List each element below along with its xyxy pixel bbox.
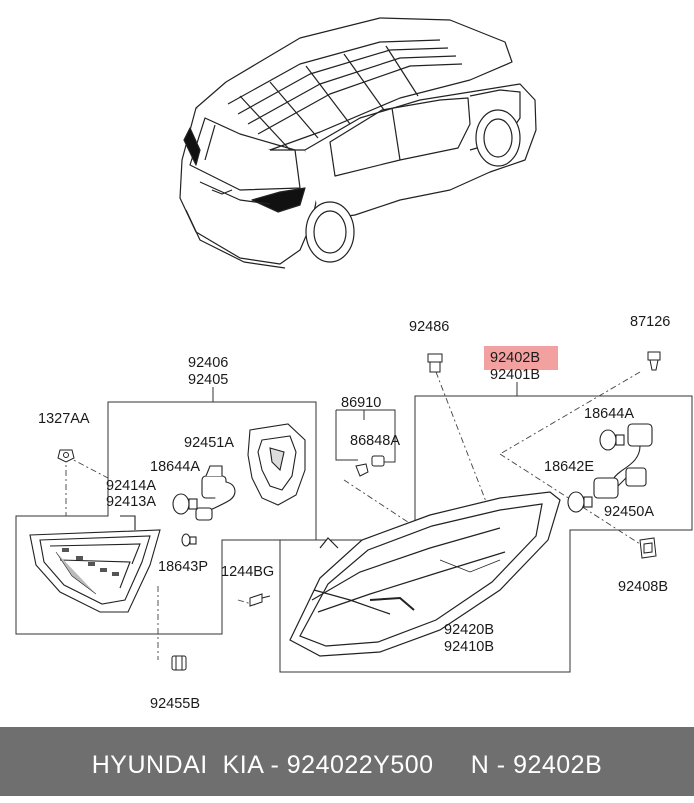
label-92486[interactable]: 92486 [409, 319, 449, 335]
label-92408B[interactable]: 92408B [618, 579, 668, 595]
label-18642E[interactable]: 18642E [544, 459, 594, 475]
label-92405[interactable]: 92405 [188, 372, 228, 388]
fastener-86910 [355, 463, 369, 477]
label-92401B[interactable]: 92401B [490, 367, 540, 383]
nut-1327AA [57, 449, 75, 463]
label-92450A[interactable]: 92450A [604, 504, 654, 520]
inner-lamp-assembly [29, 515, 161, 613]
label-87126[interactable]: 87126 [630, 314, 670, 330]
label-1327AA[interactable]: 1327AA [38, 411, 90, 427]
bulb-18643P [181, 533, 197, 547]
label-92413A[interactable]: 92413A [106, 494, 156, 510]
socket-harness-right [593, 423, 653, 499]
footer-part-number: HYUNDAI KIA - 924022Y500 N - 92402B [91, 751, 603, 779]
label-92455B[interactable]: 92455B [150, 696, 200, 712]
label-86910[interactable]: 86910 [341, 395, 381, 411]
label-92451A[interactable]: 92451A [184, 435, 234, 451]
socket-harness-left [195, 465, 236, 521]
led-dots [62, 548, 119, 576]
label-86848A[interactable]: 86848A [350, 433, 400, 449]
bulb-18644A-right [599, 429, 625, 451]
gasket [247, 423, 306, 506]
label-92414A[interactable]: 92414A [106, 478, 156, 494]
label-18644A-left[interactable]: 18644A [150, 459, 200, 475]
footer-bar: HYUNDAI KIA - 924022Y500 N - 92402B [0, 727, 694, 796]
clip-87126 [647, 351, 661, 371]
label-92402B[interactable]: 92402B [490, 350, 540, 366]
label-92420B[interactable]: 92420B [444, 622, 494, 638]
screw-1244BG [249, 593, 271, 607]
label-18644A-right[interactable]: 18644A [584, 406, 634, 422]
bulb-18642E [567, 491, 593, 513]
parts-diagram: 92486 87126 92402B 92401B 92406 92405 13… [15, 17, 693, 712]
vehicle-illustration [179, 17, 537, 269]
outer-lamp-assembly [289, 491, 561, 657]
grommet-92455B [171, 655, 187, 671]
screw-92486 [427, 353, 443, 373]
label-92410B[interactable]: 92410B [444, 639, 494, 655]
bracket-86910 [335, 409, 396, 463]
part-labels: 92486 87126 92402B 92401B 92406 92405 13… [38, 314, 670, 712]
highlight-92402B [484, 346, 558, 370]
label-92406[interactable]: 92406 [188, 355, 228, 371]
label-18643P[interactable]: 18643P [158, 559, 208, 575]
bulb-18644A-left [172, 493, 198, 515]
inner-lamp-group [15, 387, 317, 635]
label-1244BG[interactable]: 1244BG [221, 564, 274, 580]
clip-86848A [371, 455, 385, 467]
bracket-92408B [639, 537, 657, 559]
